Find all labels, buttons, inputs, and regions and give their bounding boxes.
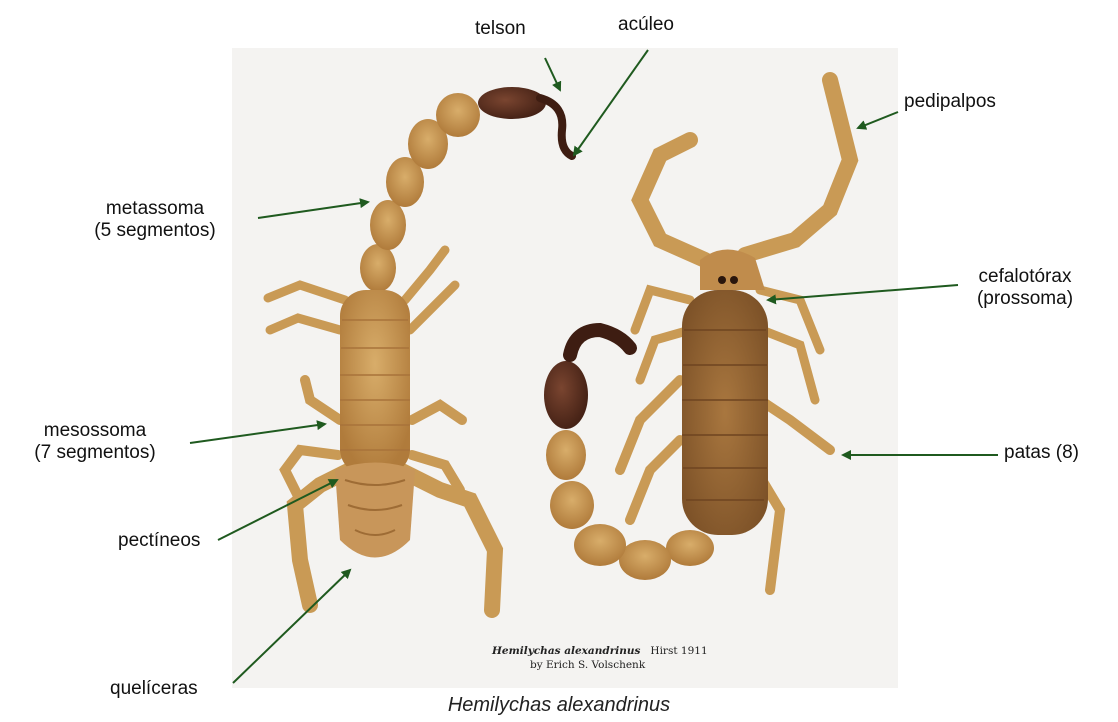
label-pectineos: pectíneos [118, 530, 200, 552]
arrow-pedipalpos [858, 112, 898, 128]
left-scorpion [268, 87, 572, 610]
photo-credit-author-year: Hirst 1911 [650, 645, 707, 657]
label-metassoma: metassoma (5 segmentos) [60, 198, 250, 242]
arrow-aculeo [574, 50, 648, 155]
arrow-queliceras [233, 570, 350, 683]
label-mesossoma-line1: mesossoma [0, 420, 190, 442]
left-scorpion-body [335, 290, 415, 558]
photo-credit: Hemilychas alexandrinus Hirst 1911 by Er… [492, 644, 708, 672]
arrow-telson [545, 58, 560, 90]
photo-credit-line1: Hemilychas alexandrinus Hirst 1911 [492, 644, 708, 658]
label-mesossoma-line2: (7 segmentos) [0, 442, 190, 464]
right-scorpion [544, 80, 850, 590]
label-aculeo: acúleo [618, 14, 674, 36]
figure-caption: Hemilychas alexandrinus [0, 694, 1118, 717]
label-metassoma-line1: metassoma [60, 198, 250, 220]
label-telson: telson [475, 18, 526, 40]
arrow-pectineos [218, 480, 337, 540]
label-cefalotorax-line2: (prossoma) [940, 288, 1110, 310]
label-metassoma-line2: (5 segmentos) [60, 220, 250, 242]
photo-credit-species: Hemilychas alexandrinus [492, 645, 640, 657]
label-patas: patas (8) [1004, 442, 1079, 464]
arrow-mesossoma [190, 424, 325, 443]
label-cefalotorax-line1: cefalotórax [940, 266, 1110, 288]
label-pedipalpos: pedipalpos [904, 91, 996, 113]
arrow-metassoma [258, 202, 368, 218]
photo-credit-byline: by Erich S. Volschenk [492, 658, 708, 672]
label-cefalotorax: cefalotórax (prossoma) [940, 266, 1110, 310]
left-scorpion-metasoma [360, 87, 572, 292]
arrow-cefalotorax [768, 285, 958, 300]
right-scorpion-body [682, 249, 768, 535]
label-mesossoma: mesossoma (7 segmentos) [0, 420, 190, 464]
